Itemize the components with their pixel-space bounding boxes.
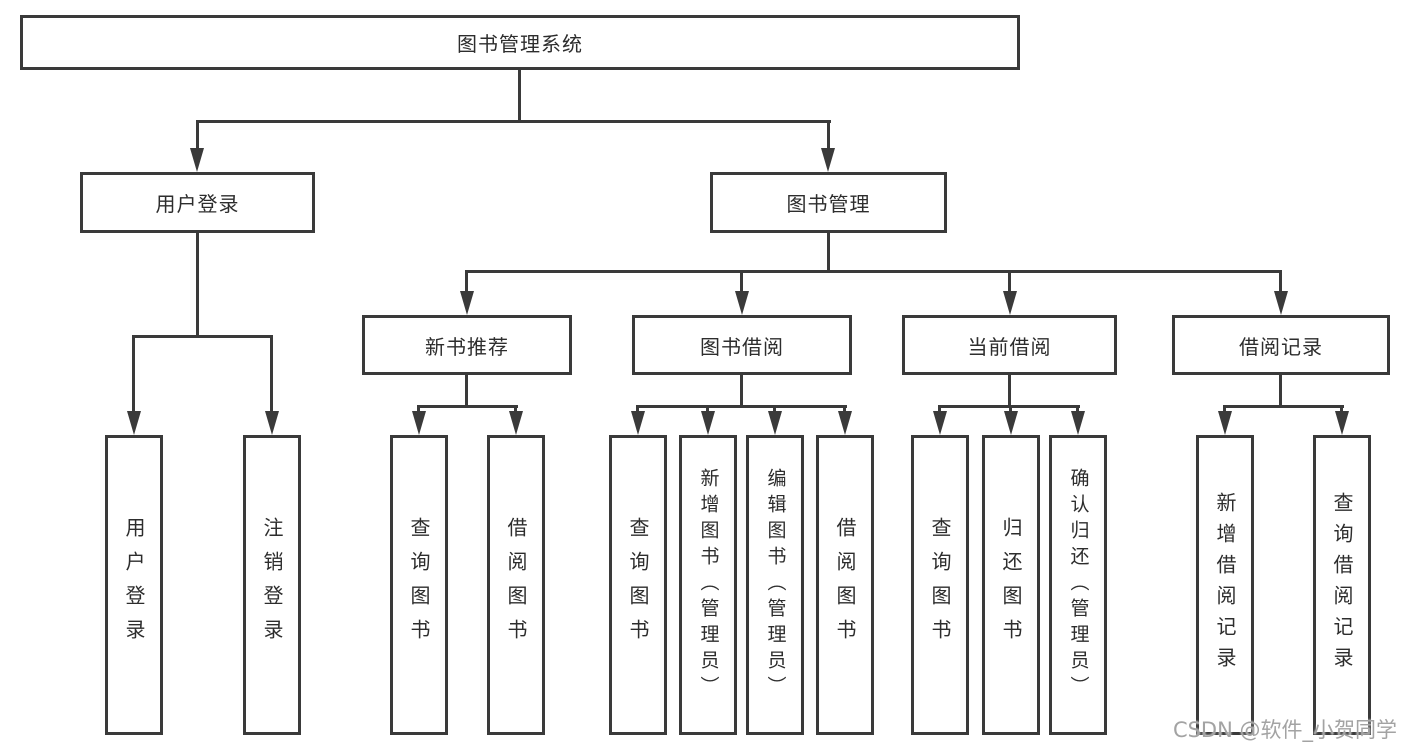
node-label: 新增图书（管理员） <box>697 468 720 702</box>
arrow-to-borrow-query <box>631 411 645 435</box>
edge-borrow-drop1 <box>636 405 639 414</box>
edge-to-mgmt-vline <box>827 120 830 152</box>
edge-recommend-drop2 <box>514 405 517 414</box>
arrow-to-book-management <box>821 148 835 172</box>
leaf-records-query-record: 查询借阅记录 <box>1313 435 1371 735</box>
leaf-borrow-edit-book-admin: 编辑图书（管理员） <box>746 435 804 735</box>
edge-login-hline <box>132 335 273 338</box>
leaf-records-add-record: 新增借阅记录 <box>1196 435 1254 735</box>
edge-borrow-drop3 <box>773 405 776 414</box>
leaf-borrow-add-book-admin: 新增图书（管理员） <box>679 435 737 735</box>
edge-mgmt-drop4 <box>1279 270 1282 293</box>
arrow-to-recommend-borrow <box>509 411 523 435</box>
edge-current-drop1 <box>938 405 941 414</box>
arrow-to-recommend-query <box>412 411 426 435</box>
edge-current-drop2 <box>1009 405 1012 414</box>
node-current-borrow: 当前借阅 <box>902 315 1117 375</box>
node-label: 借阅图书 <box>504 517 528 653</box>
edge-records-drop2 <box>1340 405 1343 414</box>
leaf-recommend-borrow-book: 借阅图书 <box>487 435 545 735</box>
node-label: 查询图书 <box>626 517 650 653</box>
edge-login-drop2 <box>270 335 273 413</box>
node-label: 确认归还（管理员） <box>1067 468 1090 702</box>
arrow-to-borrow-add <box>701 411 715 435</box>
edge-current-drop3 <box>1076 405 1079 414</box>
edge-borrow-vline <box>740 375 743 407</box>
edge-records-drop1 <box>1223 405 1226 414</box>
arrow-to-current-return <box>1004 411 1018 435</box>
node-label: 借阅图书 <box>833 517 857 653</box>
arrow-to-current-borrow <box>1003 291 1017 315</box>
arrow-to-records-query <box>1335 411 1349 435</box>
arrow-to-borrow-records <box>1274 291 1288 315</box>
edge-mgmt-drop3 <box>1008 270 1011 293</box>
arrow-to-current-query <box>933 411 947 435</box>
arrow-to-new-book-recommend <box>460 291 474 315</box>
node-label: 归还图书 <box>999 517 1023 653</box>
leaf-current-return-book: 归还图书 <box>982 435 1040 735</box>
edge-mgmt-drop2 <box>740 270 743 293</box>
node-book-management: 图书管理 <box>710 172 947 233</box>
edge-borrow-drop4 <box>843 405 846 414</box>
node-label: 新书推荐 <box>425 334 509 359</box>
leaf-user-login: 用户登录 <box>105 435 163 735</box>
edge-mgmt-drop1 <box>465 270 468 293</box>
leaf-borrow-query-book: 查询图书 <box>609 435 667 735</box>
edge-root-vline <box>518 70 521 123</box>
node-label: 借阅记录 <box>1239 334 1323 359</box>
leaf-current-query-book: 查询图书 <box>911 435 969 735</box>
node-new-book-recommend: 新书推荐 <box>362 315 572 375</box>
node-borrow-records: 借阅记录 <box>1172 315 1390 375</box>
edge-records-hline <box>1223 405 1344 408</box>
node-label: 当前借阅 <box>967 334 1052 359</box>
arrow-to-user-login <box>190 148 204 172</box>
leaf-current-confirm-return-admin: 确认归还（管理员） <box>1049 435 1107 735</box>
edge-to-login-vline <box>196 120 199 152</box>
edge-mgmt-hline <box>465 270 1282 273</box>
arrow-to-leaf-logout <box>265 411 279 435</box>
csdn-watermark: CSDN @软件_小贺同学 <box>1172 718 1397 742</box>
leaf-recommend-query-book: 查询图书 <box>390 435 448 735</box>
edge-borrow-drop2 <box>706 405 709 414</box>
edge-login-drop1 <box>132 335 135 413</box>
edge-recommend-vline <box>465 375 468 407</box>
node-label: 新增借阅记录 <box>1213 492 1237 678</box>
edge-borrow-hline <box>636 405 847 408</box>
edge-mgmt-vline <box>827 233 830 272</box>
edge-recommend-drop1 <box>417 405 420 414</box>
edge-recommend-hline <box>417 405 518 408</box>
node-label: 图书管理系统 <box>457 32 583 56</box>
node-label: 编辑图书（管理员） <box>764 468 787 702</box>
edge-records-vline <box>1279 375 1282 407</box>
edge-root-hline <box>196 120 831 123</box>
arrow-to-leaf-user-login <box>127 411 141 435</box>
arrow-to-book-borrow <box>735 291 749 315</box>
node-label: 查询图书 <box>928 517 952 653</box>
arrow-to-borrow-borrow <box>838 411 852 435</box>
node-label: 用户登录 <box>122 517 146 653</box>
arrow-to-current-confirm <box>1071 411 1085 435</box>
node-label: 图书管理 <box>786 192 871 216</box>
node-label: 图书借阅 <box>700 334 784 359</box>
node-label: 查询借阅记录 <box>1330 492 1354 678</box>
node-label: 查询图书 <box>407 517 431 653</box>
edge-current-vline <box>1008 375 1011 407</box>
node-root-library-system: 图书管理系统 <box>20 15 1020 70</box>
arrow-to-borrow-edit <box>768 411 782 435</box>
leaf-borrow-borrow-book: 借阅图书 <box>816 435 874 735</box>
edge-login-vline <box>196 233 199 337</box>
node-label: 注销登录 <box>260 517 284 653</box>
node-user-login: 用户登录 <box>80 172 315 233</box>
node-book-borrow: 图书借阅 <box>632 315 852 375</box>
node-label: 用户登录 <box>155 192 240 216</box>
arrow-to-records-add <box>1218 411 1232 435</box>
leaf-logout: 注销登录 <box>243 435 301 735</box>
